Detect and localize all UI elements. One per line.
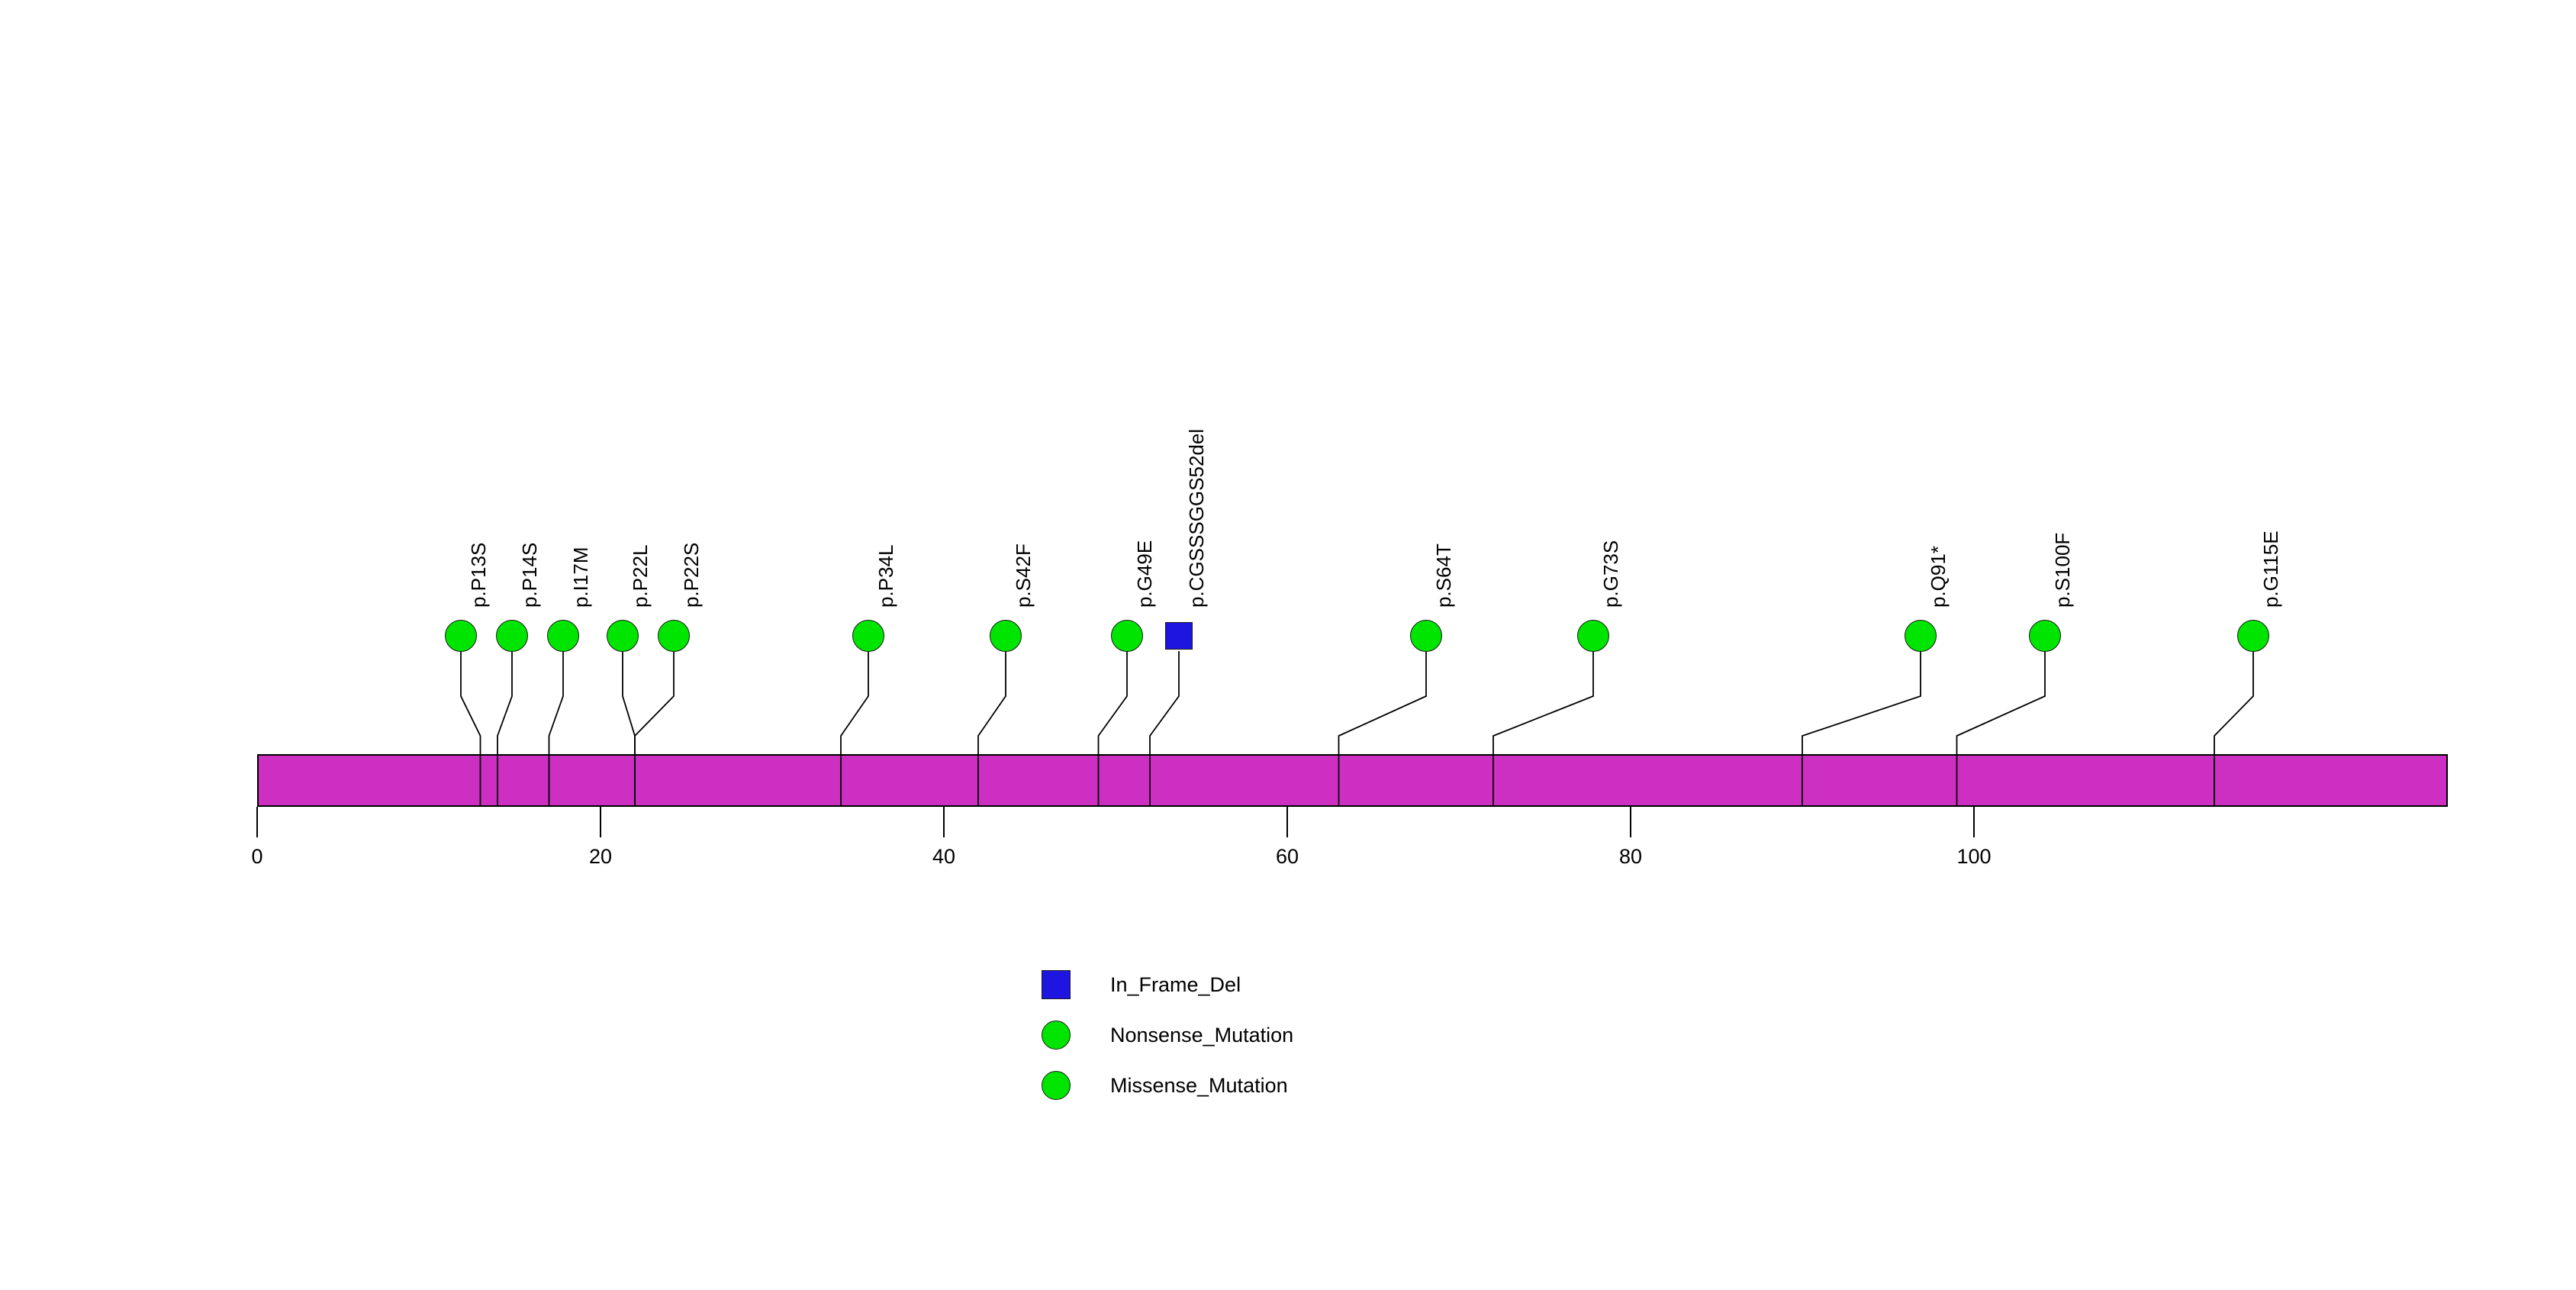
legend-item-Nonsense_Mutation[interactable]: Nonsense_Mutation xyxy=(1042,1021,1293,1050)
mutation-marker-pP22L[interactable] xyxy=(607,620,639,652)
mutation-label-pG73S: p.G73S xyxy=(1599,540,1622,608)
mutation-marker-pP34L[interactable] xyxy=(852,620,884,652)
legend-swatch-circle-icon xyxy=(1042,1021,1071,1050)
axis-tick-label-0: 0 xyxy=(251,845,263,868)
legend-label-Missense_Mutation: Missense_Mutation xyxy=(1110,1073,1288,1097)
axis-tick-label-100: 100 xyxy=(1956,845,1992,868)
mutation-label-pG49E: p.G49E xyxy=(1133,540,1156,608)
mutation-marker-pS42F[interactable] xyxy=(990,620,1022,652)
axis-tick-label-60: 60 xyxy=(1275,845,1299,868)
axis-tick-100 xyxy=(1973,807,1975,837)
mutation-label-pP14S: p.P14S xyxy=(518,542,541,608)
mutation-label-pP22L: p.P22L xyxy=(629,544,652,608)
legend-swatch-circle-icon xyxy=(1042,1071,1071,1100)
mutation-label-pP34L: p.P34L xyxy=(874,544,897,608)
axis-tick-60 xyxy=(1286,807,1288,837)
mutation-marker-pG73S[interactable] xyxy=(1577,620,1609,652)
mutation-marker-pCGSSSGGS52del[interactable] xyxy=(1165,622,1193,650)
axis-tick-label-80: 80 xyxy=(1618,845,1643,868)
mutation-label-pS42F: p.S42F xyxy=(1012,543,1035,608)
mutation-marker-pS100F[interactable] xyxy=(2029,620,2061,652)
mutation-marker-pP14S[interactable] xyxy=(496,620,528,652)
mutation-label-pQ91: p.Q91* xyxy=(1927,546,1950,608)
axis-tick-40 xyxy=(943,807,945,837)
mutation-marker-pS64T[interactable] xyxy=(1410,620,1442,652)
mutation-marker-pP22S[interactable] xyxy=(658,620,690,652)
mutation-label-pP13S: p.P13S xyxy=(467,542,490,608)
mutation-label-pP22S: p.P22S xyxy=(680,542,703,608)
mutation-label-pG115E: p.G115E xyxy=(2259,531,2282,608)
legend-item-In_Frame_Del[interactable]: In_Frame_Del xyxy=(1042,970,1241,999)
axis-tick-20 xyxy=(600,807,601,837)
mutation-marker-pQ91[interactable] xyxy=(1905,620,1937,652)
axis-tick-0 xyxy=(256,807,258,837)
axis-tick-label-20: 20 xyxy=(588,845,613,868)
legend-label-Nonsense_Mutation: Nonsense_Mutation xyxy=(1110,1023,1294,1047)
axis-tick-label-40: 40 xyxy=(932,845,956,868)
mutation-label-pS100F: p.S100F xyxy=(2051,532,2074,608)
axis-tick-80 xyxy=(1630,807,1631,837)
mutation-marker-pG115E[interactable] xyxy=(2237,620,2269,652)
protein-domain-bar[interactable] xyxy=(257,754,2448,807)
mutation-label-pCGSSSGGS52del: p.CGSSSGGS52del xyxy=(1185,428,1208,608)
mutation-label-pS64T: p.S64T xyxy=(1432,543,1455,608)
legend-label-In_Frame_Del: In_Frame_Del xyxy=(1110,972,1241,996)
legend-swatch-square-icon xyxy=(1042,970,1071,999)
mutation-marker-pI17M[interactable] xyxy=(547,620,579,652)
mutation-marker-pP13S[interactable] xyxy=(445,620,477,652)
mutation-marker-pG49E[interactable] xyxy=(1111,620,1143,652)
mutation-label-pI17M: p.I17M xyxy=(569,547,592,608)
legend-item-Missense_Mutation[interactable]: Missense_Mutation xyxy=(1042,1071,1288,1100)
